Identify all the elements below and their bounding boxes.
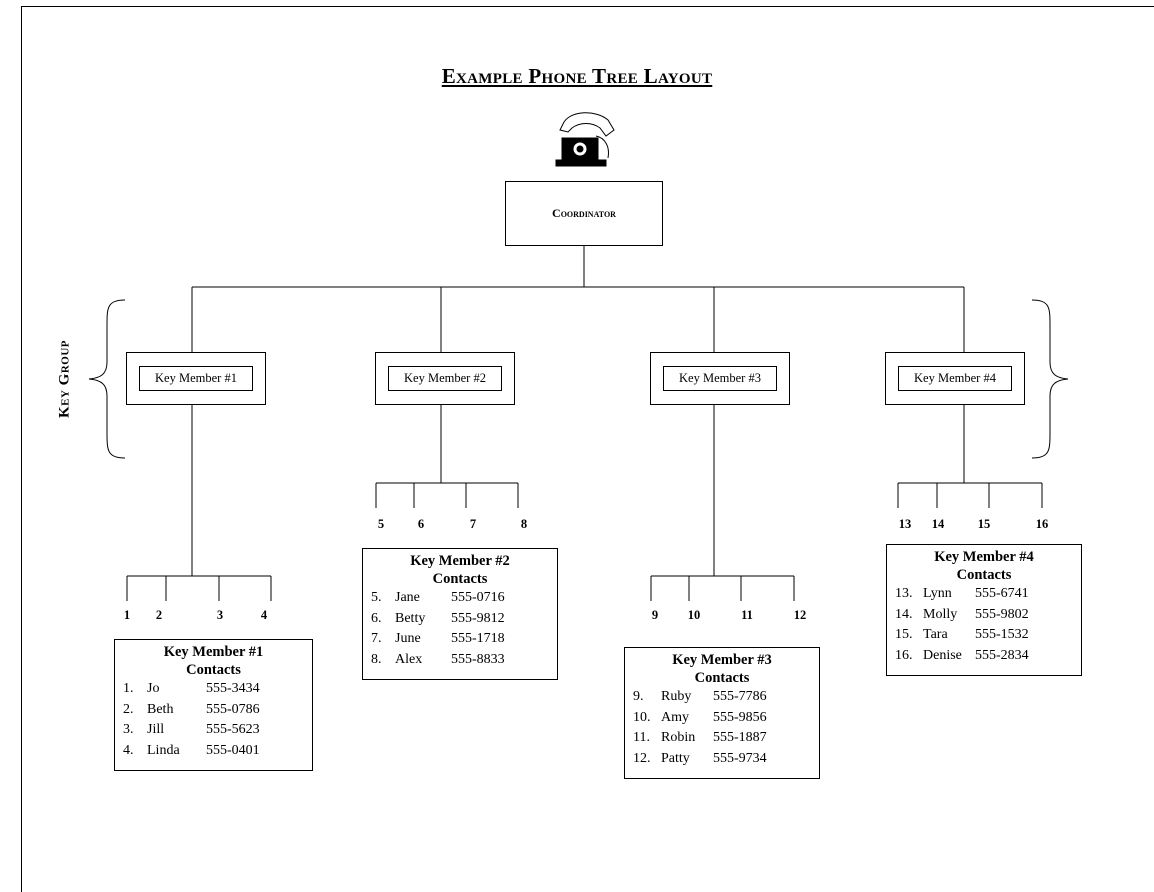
key-member-2-box: Key Member #2	[375, 352, 515, 405]
branch-number: 3	[216, 608, 224, 622]
branch-number: 11	[741, 608, 753, 622]
branch-number: 10	[687, 608, 701, 622]
branch-number: 5	[377, 517, 385, 531]
key-member-1-label: Key Member #1	[139, 366, 253, 391]
page-title: Example Phone Tree Layout	[441, 64, 713, 88]
page-frame	[21, 6, 1154, 892]
contacts-title: Key Member #4	[934, 549, 1034, 565]
contacts-subtitle: Contacts	[432, 571, 488, 587]
branch-number: 8	[520, 517, 528, 531]
branch-number: 12	[793, 608, 807, 622]
contacts-title: Key Member #3	[672, 652, 772, 668]
key-member-3-box: Key Member #3	[650, 352, 790, 405]
key-member-2-label: Key Member #2	[388, 366, 502, 391]
left-brace-icon	[88, 299, 126, 459]
branch-number: 6	[417, 517, 425, 531]
key-member-1-box: Key Member #1	[126, 352, 266, 405]
contacts-subtitle: Contacts	[956, 567, 1012, 583]
telephone-icon	[555, 112, 615, 167]
branch-number: 4	[260, 608, 268, 622]
contacts-title: Key Member #2	[410, 553, 510, 569]
branch-number: 14	[931, 517, 945, 531]
contacts-subtitle: Contacts	[694, 670, 750, 686]
coordinator-box: Coordinator	[505, 181, 663, 246]
branch-number: 13	[898, 517, 912, 531]
branch-number: 15	[977, 517, 991, 531]
right-brace-icon	[1031, 299, 1069, 459]
branch-number: 1	[123, 608, 131, 622]
contacts-title: Key Member #1	[163, 644, 264, 660]
key-member-4-label: Key Member #4	[898, 366, 1012, 391]
key-member-3-label: Key Member #3	[663, 366, 777, 391]
branch-number: 16	[1035, 517, 1049, 531]
branch-number: 2	[155, 608, 163, 622]
key-group-label: Key Group	[56, 339, 73, 419]
branch-number: 9	[651, 608, 659, 622]
contacts-subtitle: Contacts	[186, 662, 241, 678]
branch-number: 7	[469, 517, 477, 531]
key-member-4-box: Key Member #4	[885, 352, 1025, 405]
